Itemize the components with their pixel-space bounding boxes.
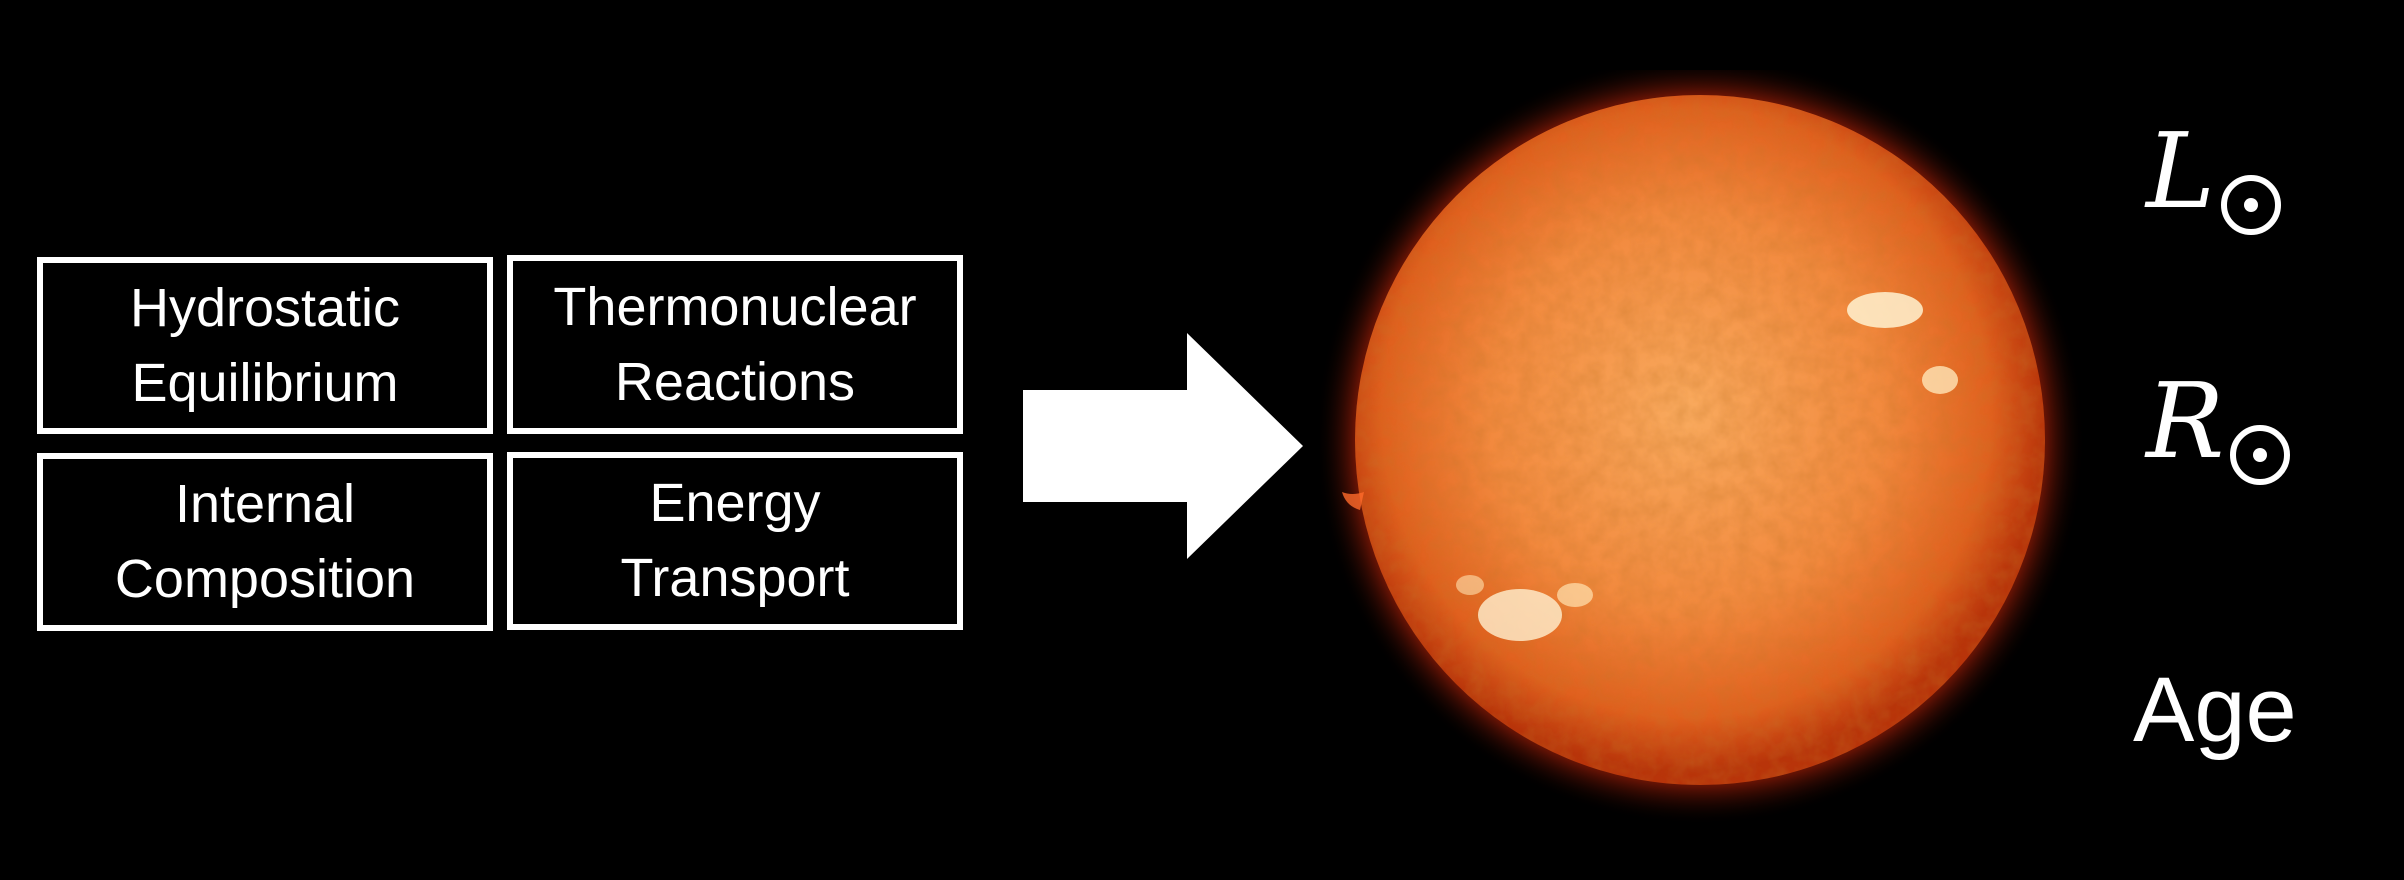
sun-symbol-icon: [2221, 175, 2282, 235]
box-label-line2: Reactions: [614, 351, 856, 412]
age-label: Age: [2133, 659, 2297, 761]
box-label-line1: Thermonuclear: [553, 276, 917, 337]
box-label-line2: Equilibrium: [131, 352, 399, 413]
box-hydrostatic-equilibrium: Hydrostatic Equilibrium: [37, 257, 493, 434]
box-internal-composition: Internal Composition: [37, 453, 493, 631]
box-thermonuclear-reactions: Thermonuclear Reactions: [507, 255, 963, 434]
solar-luminosity-symbol: L: [2146, 110, 2283, 237]
sun-image: [1320, 70, 2085, 825]
luminosity-letter: L: [2146, 110, 2216, 232]
right-arrow-icon: [1023, 333, 1303, 559]
radius-letter: R: [2146, 360, 2225, 482]
box-label-line1: Hydrostatic: [129, 277, 401, 338]
box-energy-transport: Energy Transport: [507, 452, 963, 630]
sun-symbol-icon: [2230, 425, 2291, 485]
box-label-line1: Energy: [649, 473, 821, 533]
box-label-line2: Transport: [620, 548, 850, 608]
box-label-line1: Internal: [174, 474, 356, 534]
box-label-line2: Composition: [114, 549, 416, 609]
solar-radius-symbol: R: [2146, 360, 2292, 487]
